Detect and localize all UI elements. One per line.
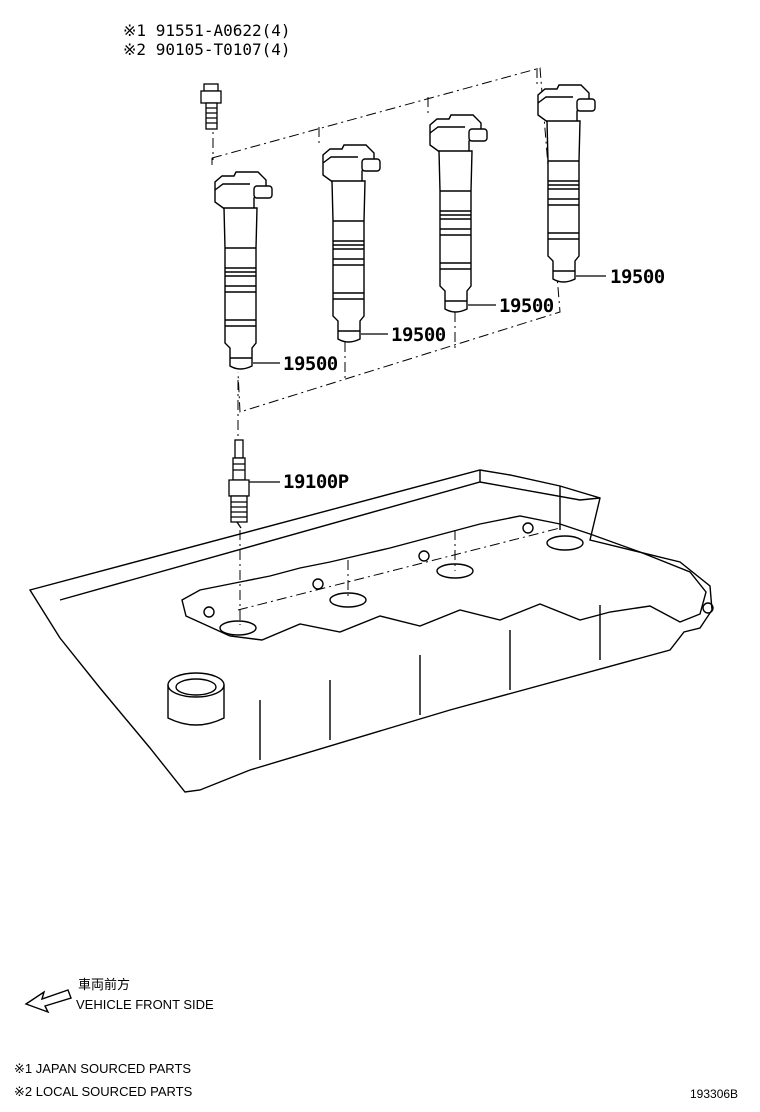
callout-coil-4[interactable]: 19500 [610, 266, 665, 288]
footnote-text: JAPAN SOURCED PARTS [35, 1061, 192, 1076]
head-centerline [237, 527, 561, 611]
ref-part-number[interactable]: 91551-A0622(4) [155, 21, 291, 40]
header-ref-2: ※2 90105-T0107(4) [123, 42, 291, 58]
direction-label-english: VEHICLE FRONT SIDE [76, 997, 214, 1012]
footnote-text: LOCAL SOURCED PARTS [35, 1084, 193, 1099]
ignition-coil-2 [322, 144, 381, 343]
cylinder-head-cover [28, 469, 714, 793]
install-line [237, 380, 241, 625]
ignition-coil-3 [429, 114, 488, 313]
callout-coil-3[interactable]: 19500 [499, 295, 554, 317]
spark-plug-part [228, 439, 250, 529]
direction-label-japanese: 車両前方 [78, 977, 131, 992]
ref-part-number[interactable]: 90105-T0107(4) [155, 40, 291, 59]
footnote-mark: ※2 [14, 1084, 33, 1099]
footnote-mark: ※1 [14, 1061, 33, 1076]
bolt-part [200, 83, 222, 130]
callout-coil-2[interactable]: 19500 [391, 324, 446, 346]
illustration-id: 193306B [690, 1087, 739, 1101]
ignition-coil-1 [214, 171, 273, 370]
assembly-frame [211, 67, 561, 413]
arrow-left-icon [24, 989, 72, 1014]
ref-mark: ※1 [123, 21, 147, 40]
callout-coil-1[interactable]: 19500 [283, 353, 338, 375]
ref-mark: ※2 [123, 40, 147, 59]
ignition-coil-4 [537, 84, 596, 283]
leader-lines [246, 275, 606, 483]
header-ref-1: ※1 91551-A0622(4) [123, 23, 291, 39]
footnote-1: ※1 JAPAN SOURCED PARTS [14, 1062, 191, 1075]
footnote-2: ※2 LOCAL SOURCED PARTS [14, 1085, 192, 1098]
callout-spark-plug[interactable]: 19100P [283, 471, 349, 493]
